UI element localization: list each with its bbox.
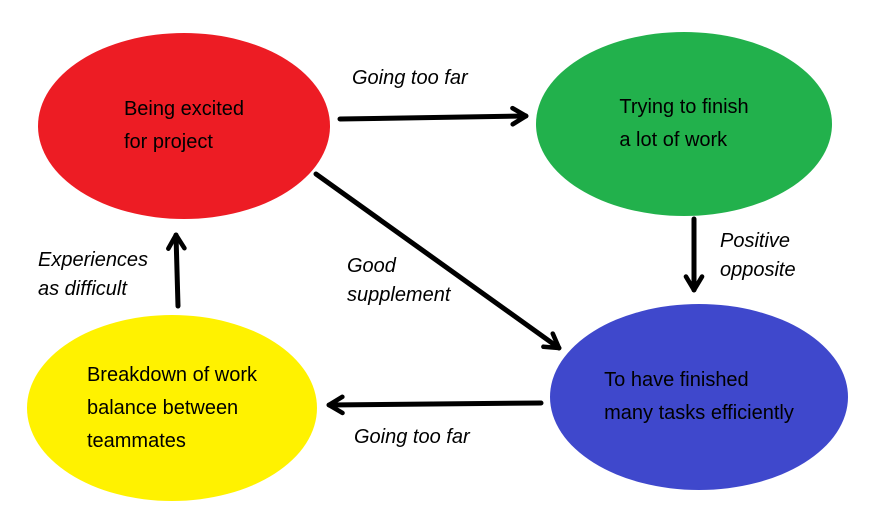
arrow-finished-to-breakdown: [326, 394, 544, 416]
node-being-excited-for-project: Being excited for project: [38, 33, 330, 219]
edge-label-experiences-as-difficult: Experiences as difficult: [38, 249, 149, 300]
node-label-finished-many-tasks: To have finished many tasks efficiently: [604, 369, 794, 424]
edge-label-positive-opposite: Positive opposite: [720, 230, 796, 281]
node-label-being-excited: Being excited for project: [123, 98, 245, 153]
node-trying-to-finish-work: Trying to finish a lot of work: [536, 32, 832, 216]
edge-label-going-too-far-bottom: Going too far: [354, 426, 470, 448]
node-finished-many-tasks: To have finished many tasks efficiently: [550, 304, 848, 490]
arrow-excited-to-trying: [337, 105, 529, 127]
edge-label-good-supplement: Good supplement: [347, 255, 451, 306]
node-label-trying-to-finish: Trying to finish a lot of work: [619, 96, 749, 151]
arrow-breakdown-to-excited: [166, 232, 187, 309]
node-breakdown-work-balance: Breakdown of work balance between teamma…: [27, 315, 317, 501]
node-label-breakdown-work-balance: Breakdown of work balance between teamma…: [86, 363, 258, 452]
edge-label-going-too-far-top: Going too far: [352, 67, 468, 89]
